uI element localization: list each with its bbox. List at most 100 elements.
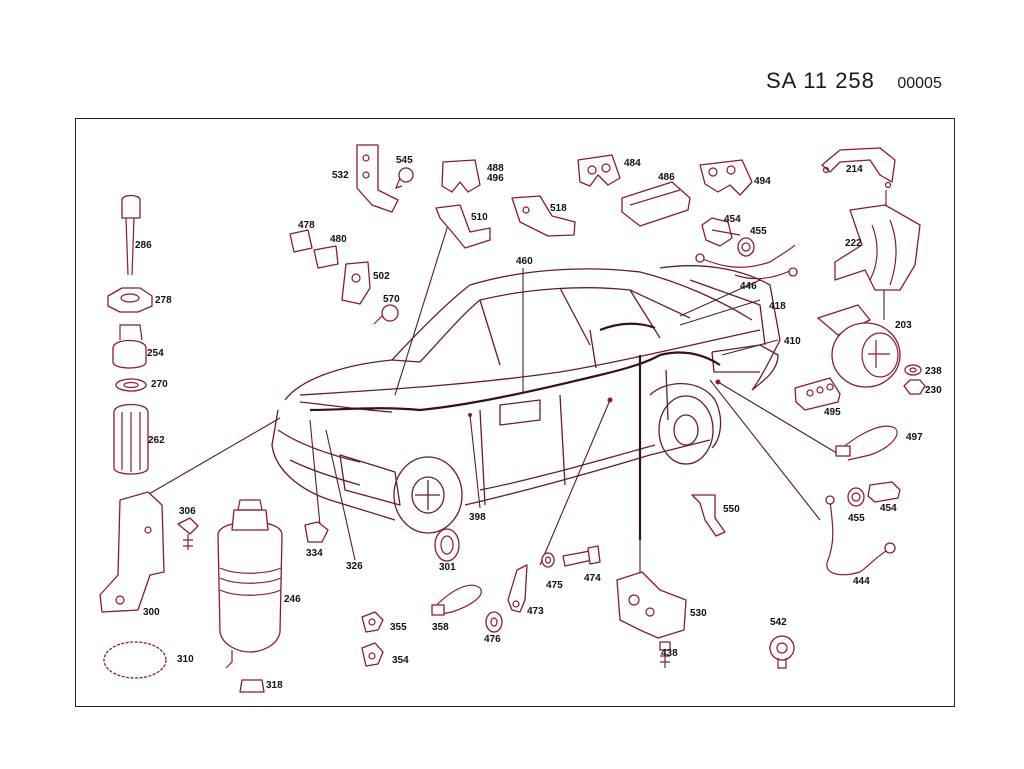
part-488-496-mount: [441, 159, 481, 193]
diagram-frame: [75, 118, 955, 707]
label-222: 222: [845, 238, 862, 249]
label-475: 475: [546, 580, 563, 591]
part-478-sleeve: [289, 229, 313, 253]
label-494: 494: [754, 176, 771, 187]
label-473: 473: [527, 606, 544, 617]
part-473-clamp: [507, 564, 528, 613]
part-446-brake-line: [695, 244, 798, 280]
part-476-grommet: [485, 611, 503, 633]
label-454-top: 454: [724, 214, 741, 225]
label-488: 488: [487, 163, 504, 174]
sa-code: SA 11 258: [766, 68, 875, 93]
label-532: 532: [332, 170, 349, 181]
part-278-nut: [107, 287, 153, 313]
part-222-heat-shield: [834, 204, 921, 291]
label-306: 306: [179, 506, 196, 517]
label-446: 446: [740, 281, 757, 292]
label-550: 550: [723, 504, 740, 515]
part-214-strap: [821, 147, 896, 189]
label-334: 334: [306, 548, 323, 559]
label-230: 230: [925, 385, 942, 396]
part-300-bracket: [99, 491, 165, 613]
label-262: 262: [148, 435, 165, 446]
part-545-screw: [394, 167, 414, 189]
part-203-horn: [817, 304, 901, 388]
label-530: 530: [690, 608, 707, 619]
label-246: 246: [284, 594, 301, 605]
label-496: 496: [487, 173, 504, 184]
label-476: 476: [484, 634, 501, 645]
part-480-sleeve: [313, 245, 339, 269]
label-398: 398: [469, 512, 486, 523]
label-238: 238: [925, 366, 942, 377]
part-497-cable-tie: [835, 425, 898, 461]
part-502-clip: [341, 261, 371, 305]
pipe-runs: [309, 322, 721, 540]
label-410: 410: [784, 336, 801, 347]
part-318-grommet: [239, 679, 265, 693]
label-454-bottom: 454: [880, 503, 897, 514]
label-502: 502: [373, 271, 390, 282]
part-number-labels: 545 532 488 496 484 486 494 214 510 518 …: [135, 155, 942, 691]
label-474: 474: [584, 573, 601, 584]
part-495-block: [794, 377, 841, 411]
label-510: 510: [471, 212, 488, 223]
label-542: 542: [770, 617, 787, 628]
label-318: 318: [266, 680, 283, 691]
part-354-clip: [361, 642, 384, 667]
part-246-reservoir: [217, 499, 283, 669]
label-254: 254: [147, 348, 164, 359]
part-510-bracket: [435, 204, 491, 249]
label-358: 358: [432, 622, 449, 633]
part-270-washer: [115, 378, 147, 392]
label-570: 570: [383, 294, 400, 305]
part-310-seal-ring: [103, 641, 167, 679]
part-238-washer: [904, 364, 922, 376]
part-532-bracket: [356, 144, 399, 213]
label-300: 300: [143, 607, 160, 618]
part-454-455-bottom: [847, 481, 901, 507]
part-262-filter: [113, 403, 149, 475]
label-545: 545: [396, 155, 413, 166]
label-484: 484: [624, 158, 641, 169]
label-480: 480: [330, 234, 347, 245]
label-495: 495: [824, 407, 841, 418]
part-475-washer: [541, 552, 555, 568]
label-444: 444: [853, 576, 870, 587]
part-494-clip: [699, 159, 753, 196]
part-230-nut: [903, 379, 926, 395]
label-478: 478: [298, 220, 315, 231]
part-254-cap: [112, 324, 147, 369]
part-286-dipstick: [121, 194, 141, 276]
label-278: 278: [155, 295, 172, 306]
label-354: 354: [392, 655, 409, 666]
part-550-bracket: [691, 494, 726, 537]
part-334-fitting: [304, 521, 329, 543]
leader-lines: [129, 190, 887, 575]
part-444-brake-line: [825, 495, 896, 576]
part-542-plug: [769, 635, 795, 669]
sheet-header: SA 11 258 00005: [766, 68, 942, 98]
part-355-clip: [361, 611, 384, 633]
sheet-number: 00005: [897, 75, 942, 92]
label-310: 310: [177, 654, 194, 665]
label-326: 326: [346, 561, 363, 572]
label-455-bottom: 455: [848, 513, 865, 524]
part-358-tie: [431, 584, 482, 616]
part-306-screw: [177, 517, 199, 550]
part-530-mount: [616, 571, 687, 639]
label-270: 270: [151, 379, 168, 390]
label-518: 518: [550, 203, 567, 214]
part-570-screw: [373, 304, 399, 325]
label-497: 497: [906, 432, 923, 443]
label-486: 486: [658, 172, 675, 183]
label-355: 355: [390, 622, 407, 633]
label-438: 438: [661, 648, 678, 659]
part-486-insulator: [621, 181, 691, 227]
part-454-455-top: [701, 217, 755, 257]
part-438-screw: [659, 641, 671, 668]
label-286: 286: [135, 240, 152, 251]
label-214: 214: [846, 164, 863, 175]
label-301: 301: [439, 562, 456, 573]
